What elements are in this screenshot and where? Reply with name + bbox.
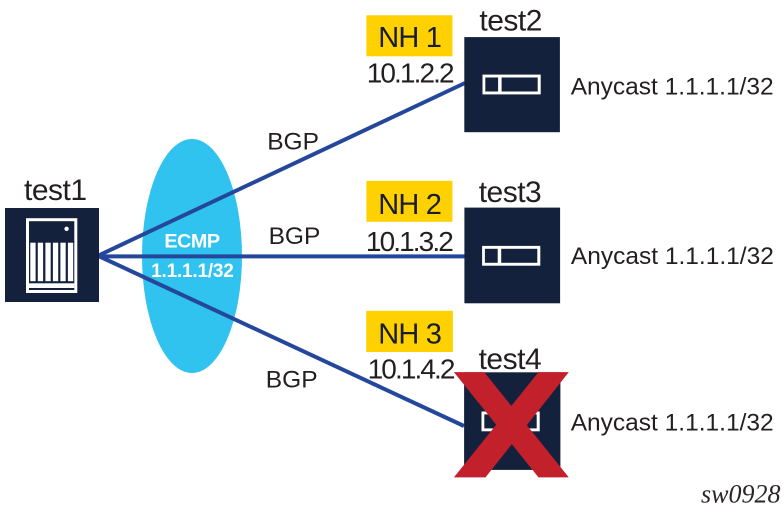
svg-text:NH 1: NH 1 [378,22,441,54]
svg-text:BGP: BGP [269,223,321,250]
svg-text:NH 3: NH 3 [378,319,441,351]
svg-text:10.1.3.2: 10.1.3.2 [366,226,453,257]
svg-text:ECMP: ECMP [164,231,220,253]
svg-text:NH 2: NH 2 [378,189,441,221]
svg-text:1.1.1.1/32: 1.1.1.1/32 [151,261,234,282]
svg-text:10.1.4.2: 10.1.4.2 [368,353,455,384]
svg-text:test2: test2 [479,4,542,37]
svg-text:BGP: BGP [267,128,319,155]
svg-text:10.1.2.2: 10.1.2.2 [367,58,454,89]
svg-text:Anycast 1.1.1.1/32: Anycast 1.1.1.1/32 [571,73,774,100]
svg-text:Anycast 1.1.1.1/32: Anycast 1.1.1.1/32 [571,409,774,436]
svg-text:test3: test3 [479,176,542,209]
svg-text:test4: test4 [479,343,542,376]
svg-text:test1: test1 [24,174,87,207]
svg-text:sw0928: sw0928 [701,480,780,509]
svg-text:BGP: BGP [266,367,318,394]
svg-text:Anycast 1.1.1.1/32: Anycast 1.1.1.1/32 [571,243,774,270]
